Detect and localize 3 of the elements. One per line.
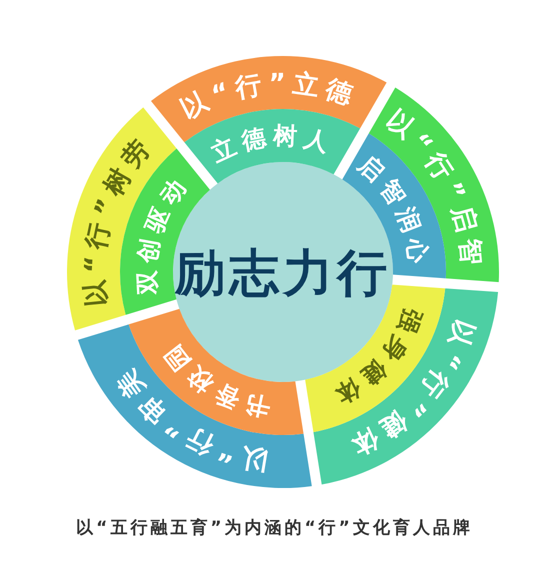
ring-segment <box>78 324 312 488</box>
caption: 以“五行融五育”为内涵的“行”文化育人品牌 <box>75 517 474 539</box>
segment-label: 立德树人 <box>206 122 338 168</box>
